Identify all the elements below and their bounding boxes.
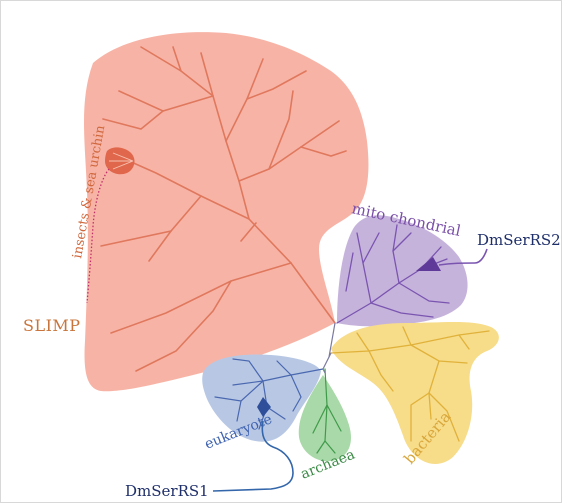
mitochondrial-clade <box>337 215 487 326</box>
slimp-label: SLIMP <box>23 316 81 335</box>
dmserrs2-label: DmSerRS2 <box>477 231 561 249</box>
slimp-clade <box>84 32 368 391</box>
dmserrs1-label: DmSerRS1 <box>125 482 209 500</box>
slimp-clade-region <box>84 32 368 391</box>
